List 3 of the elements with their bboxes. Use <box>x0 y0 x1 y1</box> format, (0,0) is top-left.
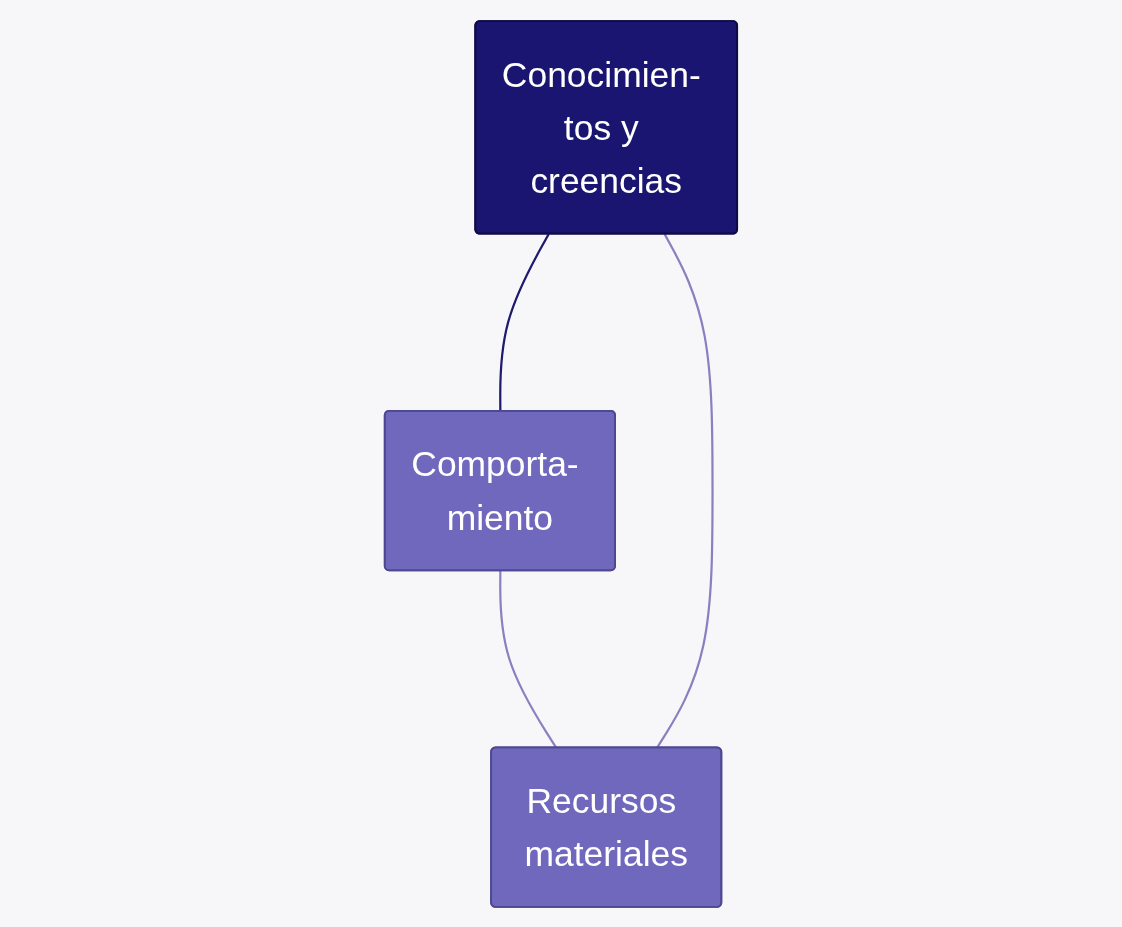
connector <box>499 570 558 748</box>
connector <box>499 233 550 411</box>
connector <box>656 233 714 748</box>
